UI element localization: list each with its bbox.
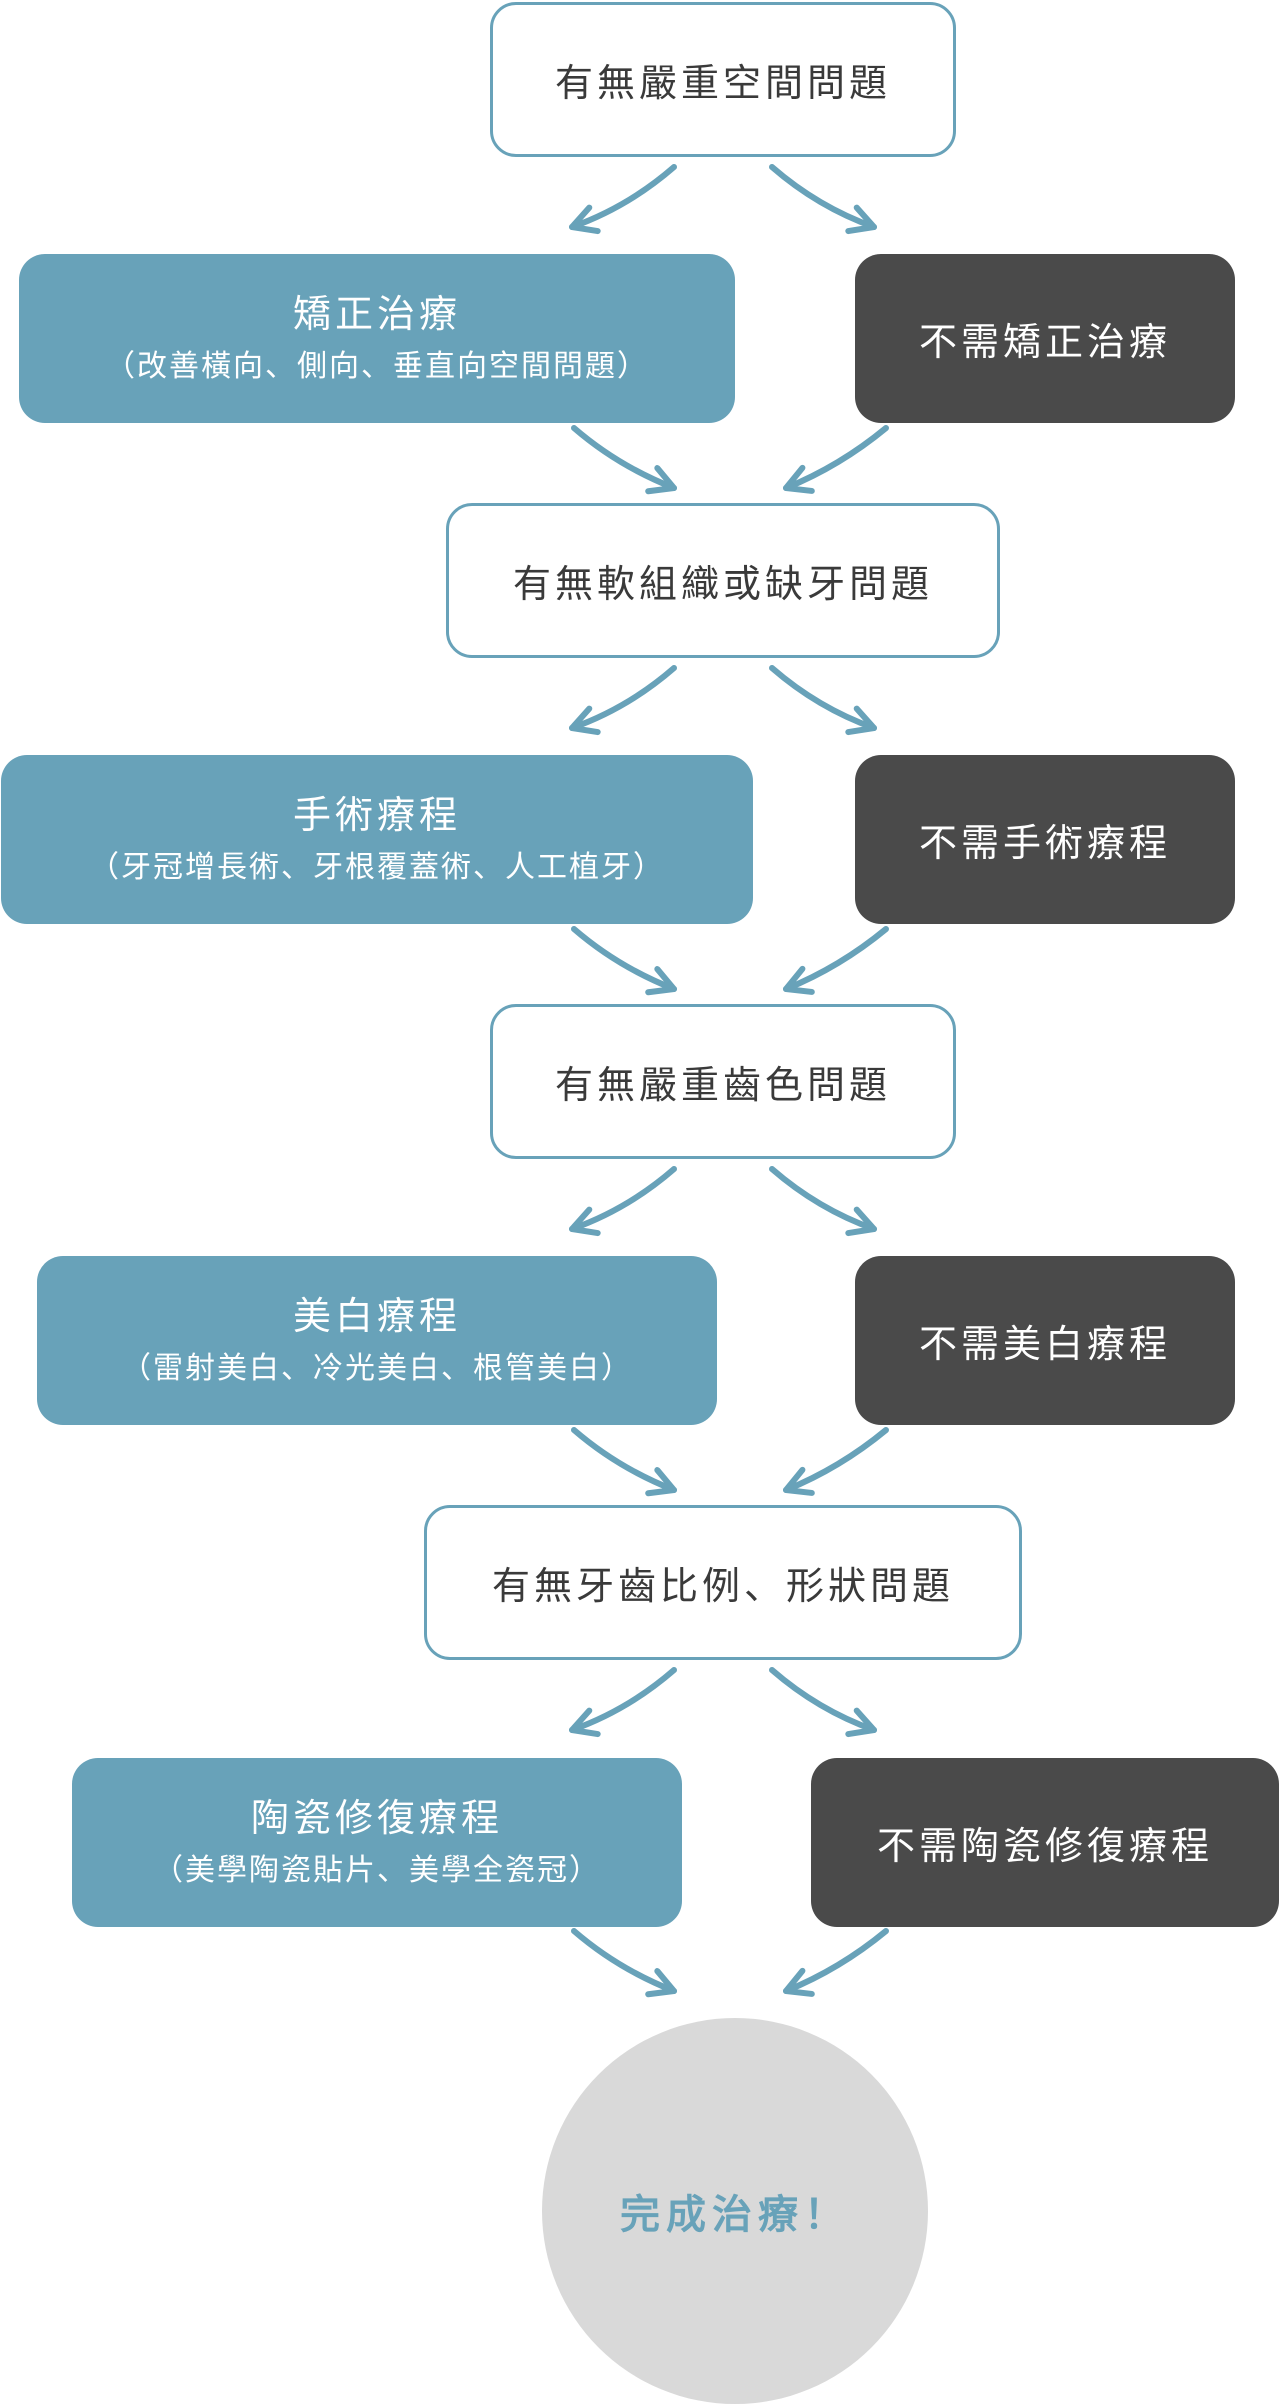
arrow-shaft bbox=[769, 164, 877, 230]
question-box-soft-tissue: 有無軟組織或缺牙問題 bbox=[446, 503, 1000, 658]
question-text: 有無軟組織或缺牙問題 bbox=[512, 562, 933, 606]
arrow-shaft bbox=[569, 1166, 677, 1232]
arrow-shaft bbox=[571, 926, 677, 992]
arrow-yes-to-question-4 bbox=[571, 1427, 677, 1497]
question-text: 有無牙齒比例、形狀問題 bbox=[491, 1564, 954, 1608]
arrow-shaft bbox=[783, 1928, 889, 1994]
skip-text: 不需矯正治療 bbox=[918, 320, 1171, 364]
finish-circle: 完成治療！ bbox=[542, 2018, 928, 2404]
arrow-head bbox=[569, 1707, 601, 1738]
arrow-head bbox=[783, 1466, 815, 1496]
arrow-question-to-no-2 bbox=[769, 665, 877, 736]
arrow-question-to-no-1 bbox=[769, 164, 877, 235]
arrow-head bbox=[845, 705, 877, 736]
arrow-no-to-question-4 bbox=[783, 1427, 889, 1496]
skip-box-whitening: 不需美白療程 bbox=[855, 1256, 1235, 1425]
question-text: 有無嚴重齒色問題 bbox=[554, 1063, 891, 1107]
treatment-box-orthodontic: 矯正治療 （改善橫向、側向、垂直向空間問題） bbox=[19, 254, 735, 423]
arrow-question-to-yes-1 bbox=[569, 164, 677, 235]
question-text: 有無嚴重空間問題 bbox=[554, 61, 891, 105]
skip-box-surgery: 不需手術療程 bbox=[855, 755, 1235, 924]
treatment-subtitle: （牙冠增長術、牙根覆蓋術、人工植牙） bbox=[89, 850, 665, 886]
arrow-head bbox=[569, 204, 601, 235]
skip-text: 不需陶瓷修復療程 bbox=[876, 1824, 1213, 1868]
arrow-head bbox=[783, 965, 815, 995]
arrow-question-to-no-3 bbox=[769, 1166, 877, 1237]
arrow-yes-to-question-3 bbox=[571, 926, 677, 996]
arrow-shaft bbox=[769, 1667, 877, 1733]
question-box-tooth-shape: 有無牙齒比例、形狀問題 bbox=[424, 1505, 1022, 1660]
arrow-yes-to-question-2 bbox=[571, 425, 677, 495]
treatment-box-whitening: 美白療程 （雷射美白、冷光美白、根管美白） bbox=[37, 1256, 717, 1425]
arrow-shaft bbox=[783, 926, 889, 992]
arrow-head bbox=[845, 1206, 877, 1237]
arrow-yes-to-finish bbox=[571, 1928, 677, 1998]
arrow-shaft bbox=[571, 425, 677, 491]
treatment-subtitle: （改善橫向、側向、垂直向空間問題） bbox=[105, 349, 649, 385]
arrow-question-to-no-4 bbox=[769, 1667, 877, 1738]
arrow-question-to-yes-2 bbox=[569, 665, 677, 736]
arrow-head bbox=[645, 966, 677, 996]
arrow-shaft bbox=[783, 1427, 889, 1493]
arrow-head bbox=[783, 464, 815, 494]
skip-text: 不需美白療程 bbox=[918, 1322, 1171, 1366]
treatment-subtitle: （雷射美白、冷光美白、根管美白） bbox=[121, 1351, 633, 1387]
arrow-head bbox=[569, 1206, 601, 1237]
arrow-shaft bbox=[571, 1928, 677, 1994]
treatment-title: 美白療程 bbox=[292, 1293, 461, 1338]
arrow-shaft bbox=[783, 425, 889, 491]
arrow-head bbox=[783, 1967, 815, 1997]
arrow-no-to-finish bbox=[783, 1928, 889, 1997]
treatment-title: 矯正治療 bbox=[292, 291, 461, 336]
arrow-head bbox=[645, 1467, 677, 1497]
treatment-box-surgery: 手術療程 （牙冠增長術、牙根覆蓋術、人工植牙） bbox=[1, 755, 753, 924]
treatment-box-ceramic: 陶瓷修復療程 （美學陶瓷貼片、美學全瓷冠） bbox=[72, 1758, 682, 1927]
arrow-question-to-yes-3 bbox=[569, 1166, 677, 1237]
arrow-shaft bbox=[769, 665, 877, 731]
treatment-title: 手術療程 bbox=[292, 792, 461, 837]
arrow-no-to-question-3 bbox=[783, 926, 889, 995]
question-box-space: 有無嚴重空間問題 bbox=[490, 2, 956, 157]
treatment-title: 陶瓷修復療程 bbox=[250, 1795, 503, 1840]
arrow-head bbox=[845, 204, 877, 235]
skip-box-ceramic: 不需陶瓷修復療程 bbox=[811, 1758, 1279, 1927]
skip-text: 不需手術療程 bbox=[918, 821, 1171, 865]
skip-box-orthodontic: 不需矯正治療 bbox=[855, 254, 1235, 423]
arrow-head bbox=[845, 1707, 877, 1738]
arrow-shaft bbox=[569, 164, 677, 230]
arrow-head bbox=[645, 1968, 677, 1998]
treatment-subtitle: （美學陶瓷貼片、美學全瓷冠） bbox=[153, 1853, 601, 1889]
arrow-question-to-yes-4 bbox=[569, 1667, 677, 1738]
finish-text: 完成治療！ bbox=[620, 2192, 850, 2238]
arrow-no-to-question-2 bbox=[783, 425, 889, 494]
question-box-tooth-color: 有無嚴重齒色問題 bbox=[490, 1004, 956, 1159]
arrow-shaft bbox=[571, 1427, 677, 1493]
arrow-shaft bbox=[569, 665, 677, 731]
arrow-shaft bbox=[769, 1166, 877, 1232]
arrow-head bbox=[645, 465, 677, 495]
arrow-head bbox=[569, 705, 601, 736]
arrow-shaft bbox=[569, 1667, 677, 1733]
